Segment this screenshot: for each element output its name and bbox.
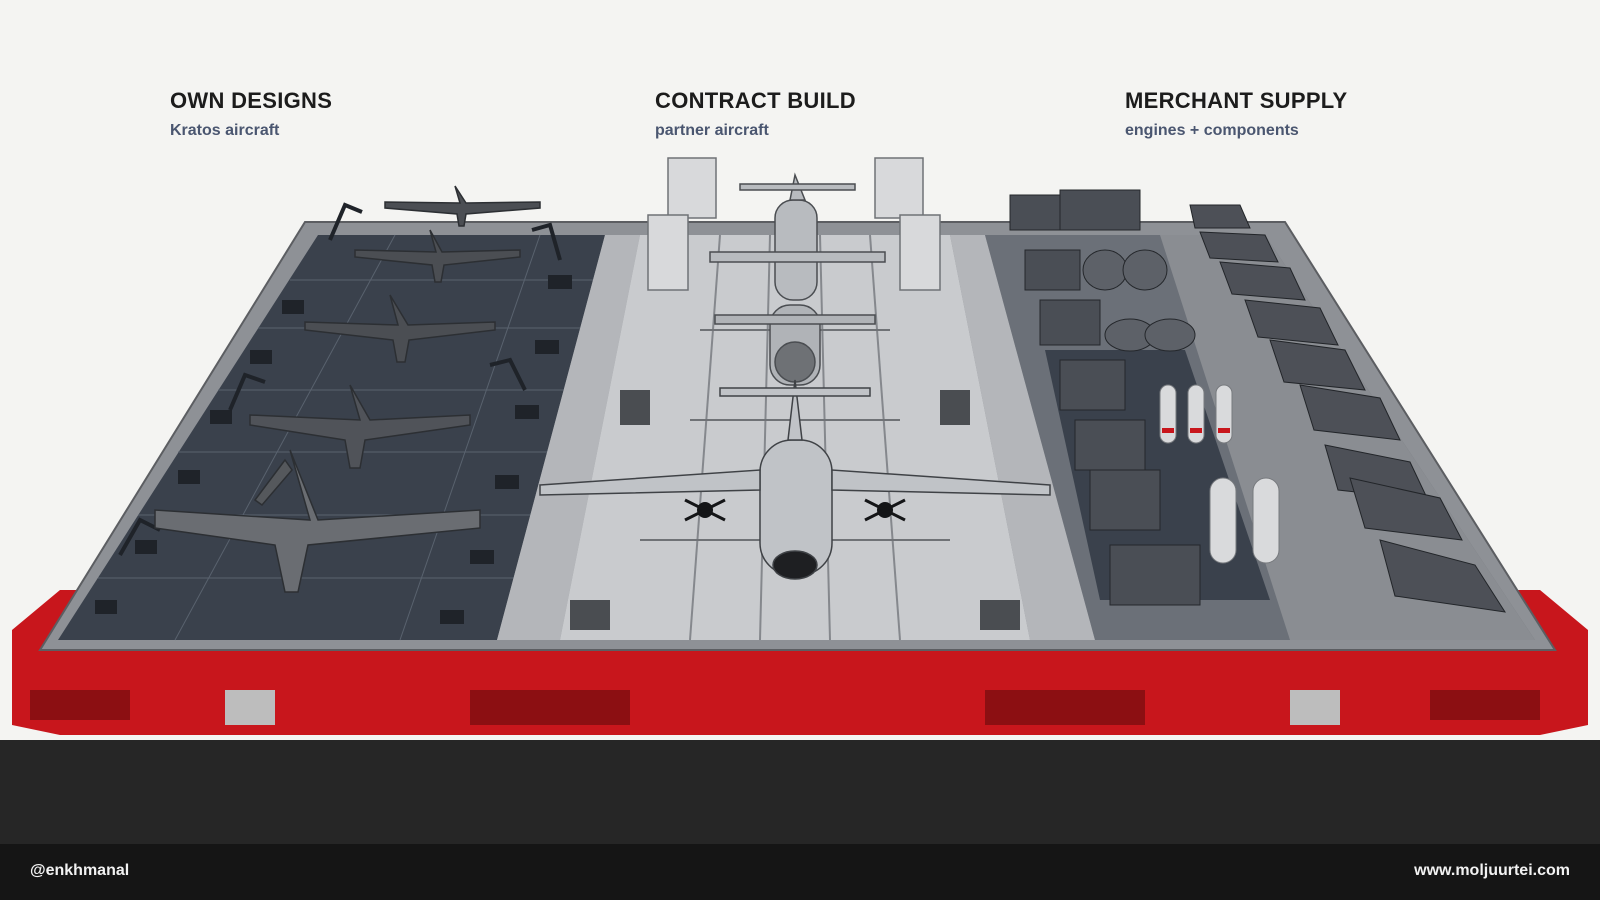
frame-panel: [470, 690, 630, 725]
section-subtitle: partner aircraft: [655, 122, 769, 139]
section-title: MERCHANT SUPPLY: [1125, 88, 1348, 113]
work-stand: [620, 390, 650, 425]
transport-aircraft: [539, 379, 1051, 580]
engine-nacelle: [1269, 339, 1366, 391]
gantry-tower: [667, 157, 717, 219]
missile-component: [1159, 384, 1177, 444]
machine-block: [1074, 419, 1146, 471]
work-stand: [570, 600, 610, 630]
section-title: CONTRACT BUILD: [655, 88, 856, 113]
author-handle: @enkhmanal: [30, 862, 130, 879]
floor-band: [0, 740, 1600, 844]
transport-aircraft: [714, 304, 876, 386]
fixture: [95, 600, 117, 614]
machine-block: [1109, 544, 1201, 606]
gantry-tower: [647, 214, 689, 291]
footer-bar: @enkhmanal www.moljuurtei.com: [0, 844, 1600, 900]
machine-block: [1059, 189, 1141, 231]
machine-block: [1059, 359, 1126, 411]
engine-nacelle: [1379, 539, 1507, 613]
robot-arm: [118, 517, 161, 556]
fixture: [515, 405, 539, 419]
gantry-tower: [899, 214, 941, 291]
section-subtitle: Kratos aircraft: [170, 122, 280, 139]
missile-component: [1215, 384, 1233, 444]
engine-nacelle: [1349, 477, 1463, 541]
engine-core: [1082, 249, 1128, 291]
fixture: [495, 475, 519, 489]
concrete-pad: [225, 690, 275, 725]
work-stand: [940, 390, 970, 425]
robot-arm: [489, 357, 527, 391]
transport-aircraft: [709, 172, 886, 301]
machine-block: [1024, 249, 1081, 291]
frame-panel: [30, 690, 130, 720]
section-title: OWN DESIGNS: [170, 88, 333, 113]
section-contract-build: CONTRACT BUILD partner aircraft: [655, 88, 856, 140]
fixture: [250, 350, 272, 364]
fixture: [282, 300, 304, 314]
frame-panel: [1430, 690, 1540, 720]
missile-component: [1187, 384, 1205, 444]
aisle-left: [497, 235, 640, 640]
robot-arm: [228, 372, 266, 411]
work-stand: [980, 600, 1020, 630]
fighter-jet: [154, 449, 481, 593]
machine-block: [1089, 469, 1161, 531]
robot-arm: [531, 222, 562, 261]
fixture: [548, 275, 572, 289]
section-subtitle: engines + components: [1125, 122, 1299, 139]
engine-core: [1144, 318, 1196, 352]
engine-nacelle: [1299, 384, 1401, 441]
website-link[interactable]: www.moljuurtei.com: [1414, 862, 1570, 879]
fixture: [535, 340, 559, 354]
section-own-designs: OWN DESIGNS Kratos aircraft: [170, 88, 332, 140]
fighter-jet: [304, 294, 496, 363]
engine-nacelle: [1199, 231, 1279, 263]
fighter-jet: [384, 185, 541, 227]
fixture: [178, 470, 200, 484]
aisle-right: [950, 235, 1095, 640]
gantry-tower: [874, 157, 924, 219]
section-merchant-supply: MERCHANT SUPPLY engines + components: [1125, 88, 1348, 140]
missile-component: [1209, 477, 1237, 564]
fighter-jet: [249, 384, 471, 469]
engine-nacelle: [1219, 261, 1306, 301]
frame-panel: [985, 690, 1145, 725]
engine-core: [1122, 249, 1168, 291]
fighter-jet: [354, 229, 521, 283]
missile-component: [1252, 477, 1280, 564]
machine-block: [1039, 299, 1101, 346]
concrete-pad: [1290, 690, 1340, 725]
fixture: [440, 610, 464, 624]
fixture: [470, 550, 494, 564]
fixture: [210, 410, 232, 424]
robot-arm: [328, 202, 363, 241]
nacelle-bay: [1160, 235, 1535, 640]
engine-nacelle: [1189, 204, 1251, 229]
engine-nacelle: [1244, 299, 1339, 346]
fixture: [135, 540, 157, 554]
